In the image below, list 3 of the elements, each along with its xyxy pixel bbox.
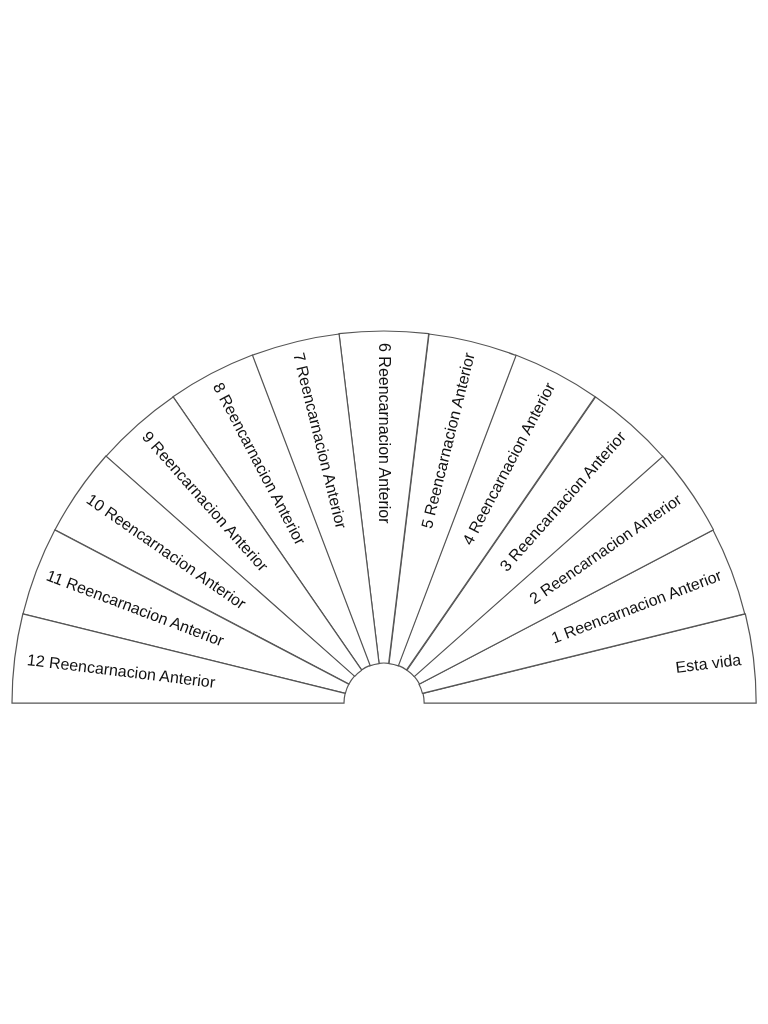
segment-label: 6 Reencarnacion Anterior bbox=[375, 343, 393, 524]
segment-label: Esta vida bbox=[674, 650, 743, 677]
segment-label: 12 Reencarnacion Anterior bbox=[25, 650, 216, 692]
